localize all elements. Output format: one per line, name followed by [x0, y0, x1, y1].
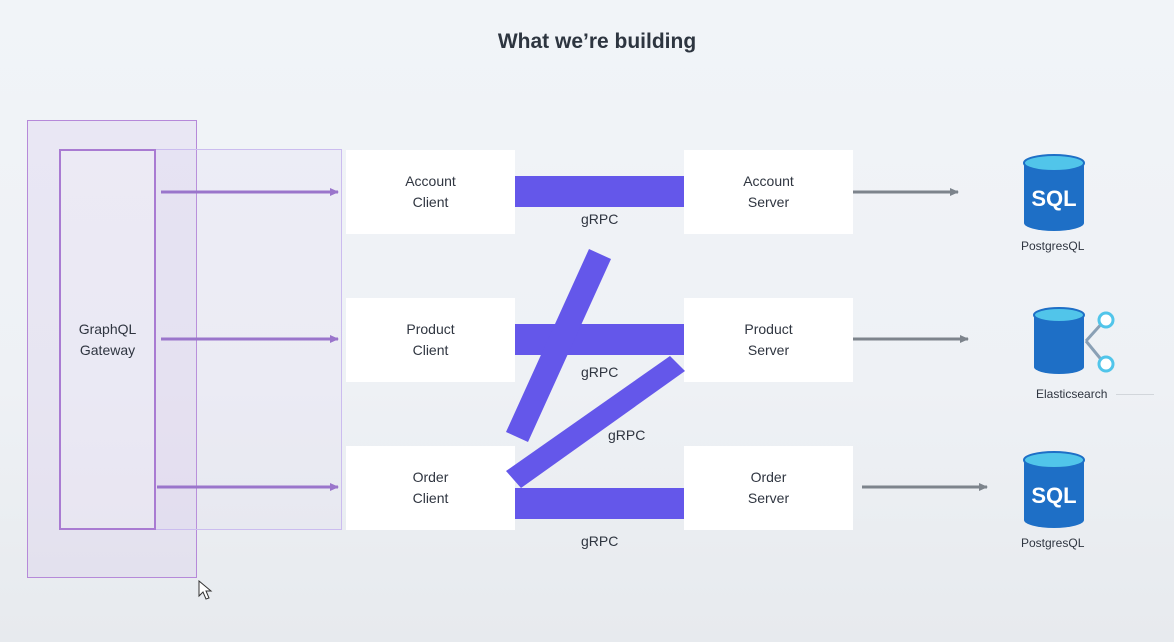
elasticsearch-database-icon — [1033, 307, 1115, 374]
grpc-link-product[interactable] — [515, 324, 684, 355]
grpc-label-product: gRPC — [581, 364, 619, 380]
elasticsearch-label: Elasticsearch — [1036, 387, 1108, 401]
label-underline — [1116, 394, 1154, 395]
diagram-title: What we’re building — [497, 30, 697, 53]
order-server-node[interactable]: Order Server — [684, 446, 853, 530]
grpc-link-account[interactable] — [515, 176, 684, 207]
grpc-label-order: gRPC — [581, 533, 619, 549]
sql-database-icon: SQL — [1023, 154, 1085, 231]
grpc-link-order[interactable] — [515, 488, 684, 519]
grpc-link-diagonal-shallow[interactable] — [506, 356, 685, 488]
graphql-gateway-node[interactable]: GraphQL Gateway — [59, 149, 156, 530]
product-server-label: Product Server — [744, 321, 793, 358]
sql-text: SQL — [1031, 186, 1076, 211]
postgres-label-order: PostgresQL — [1021, 536, 1085, 550]
grpc-label-account: gRPC — [581, 211, 619, 227]
account-server-label: Account Server — [743, 173, 794, 210]
account-client-label: Account Client — [405, 173, 456, 210]
account-server-node[interactable]: Account Server — [684, 150, 853, 234]
order-client-label: Order Client — [412, 469, 449, 506]
graphql-gateway-label: GraphQL Gateway — [78, 320, 137, 358]
account-client-node[interactable]: Account Client — [346, 150, 515, 234]
sql-text: SQL — [1031, 483, 1076, 508]
sql-database-icon: SQL — [1023, 451, 1085, 528]
product-client-node[interactable]: Product Client — [346, 298, 515, 382]
selection-box[interactable] — [27, 120, 197, 578]
mouse-cursor-icon — [198, 580, 213, 600]
product-client-label: Product Client — [406, 321, 455, 358]
order-client-node[interactable]: Order Client — [346, 446, 515, 530]
grpc-link-diagonal-steep[interactable] — [506, 249, 611, 442]
grpc-label-cross: gRPC — [608, 427, 646, 443]
postgres-label-account: PostgresQL — [1021, 239, 1085, 253]
order-server-label: Order Server — [747, 469, 790, 506]
product-server-node[interactable]: Product Server — [684, 298, 853, 382]
